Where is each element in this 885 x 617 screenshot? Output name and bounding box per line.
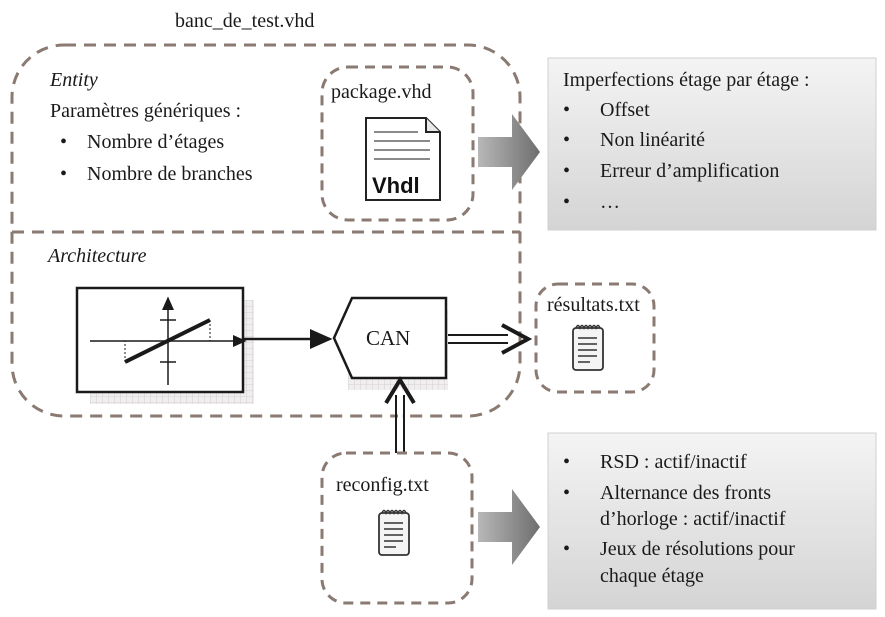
bullet: •	[563, 191, 570, 213]
bullet: •	[60, 131, 67, 153]
arrow-to-imperfections	[478, 114, 540, 190]
arrow-to-reconfig-options	[478, 489, 540, 565]
stage-block	[75, 286, 245, 394]
bullet: •	[563, 538, 570, 560]
imperfection-item: Erreur d’amplification	[600, 160, 779, 182]
bullet: •	[563, 482, 570, 504]
bullet: •	[563, 129, 570, 151]
imperfection-item: …	[600, 191, 620, 213]
notepad-icon	[572, 324, 604, 371]
reconfig-options-panel	[547, 432, 877, 610]
bullet: •	[563, 99, 570, 121]
transfer-function-icon	[90, 296, 247, 385]
entity-title: Entity	[49, 69, 98, 91]
generic-param-item: Nombre de branches	[87, 163, 253, 185]
imperfections-heading: Imperfections étage par étage :	[563, 69, 810, 91]
notepad-icon	[378, 509, 410, 556]
vhdl-file-icon: Vhdl	[365, 117, 441, 201]
generic-params-list: • Nombre d’étages • Nombre de branches	[60, 131, 253, 185]
bullet: •	[60, 163, 67, 185]
reconfig-to-can-connection	[384, 376, 416, 460]
reconfig-filename: reconfig.txt	[336, 474, 429, 496]
reconfig-option-item: Jeux de résolutions pour	[600, 538, 795, 560]
reconfig-options-list: • RSD : actif/inactif • Alternance des f…	[563, 451, 795, 587]
reconfig-option-item: Alternance des fronts	[600, 482, 771, 504]
imperfection-item: Offset	[600, 99, 650, 121]
package-filename: package.vhd	[331, 81, 432, 103]
bullet: •	[563, 451, 570, 473]
imperfection-item: Non linéarité	[600, 129, 705, 151]
imperfections-panel	[547, 57, 877, 231]
results-filename: résultats.txt	[547, 294, 640, 316]
testbench-filename: banc_de_test.vhd	[175, 10, 314, 32]
reconfig-option-item-continuation: d’horloge : actif/inactif	[600, 508, 786, 530]
imperfections-list: • Offset • Non linéarité • Erreur d’ampl…	[563, 99, 779, 213]
reconfig-option-item: RSD : actif/inactif	[600, 451, 747, 473]
generic-param-item: Nombre d’étages	[87, 131, 224, 153]
generic-params-heading: Paramètres génériques :	[50, 100, 241, 122]
reconfig-option-item-continuation: chaque étage	[600, 565, 704, 587]
architecture-title: Architecture	[46, 245, 147, 267]
can-label: CAN	[366, 326, 410, 350]
vhdl-icon-label: Vhdl	[372, 173, 420, 198]
testbench-outline	[10, 43, 522, 418]
can-to-results-connection	[448, 323, 533, 355]
bullet: •	[563, 160, 570, 182]
